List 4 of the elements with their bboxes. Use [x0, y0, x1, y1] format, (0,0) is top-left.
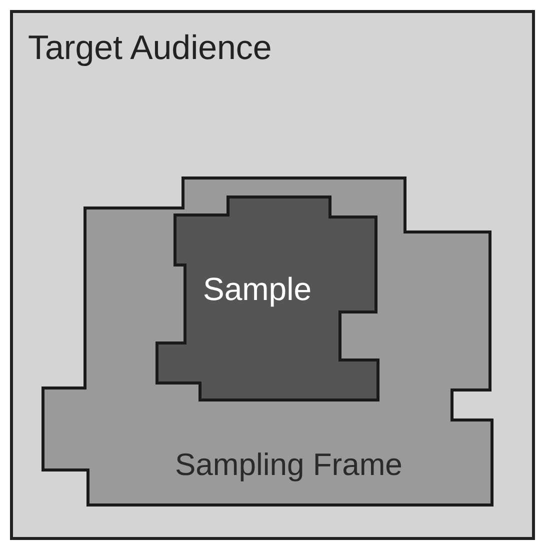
region-label: Sampling Frame: [175, 448, 402, 482]
region-label: Target Audience: [28, 30, 272, 68]
outer-frame: [10, 10, 535, 540]
region-label: Sample: [203, 272, 312, 308]
